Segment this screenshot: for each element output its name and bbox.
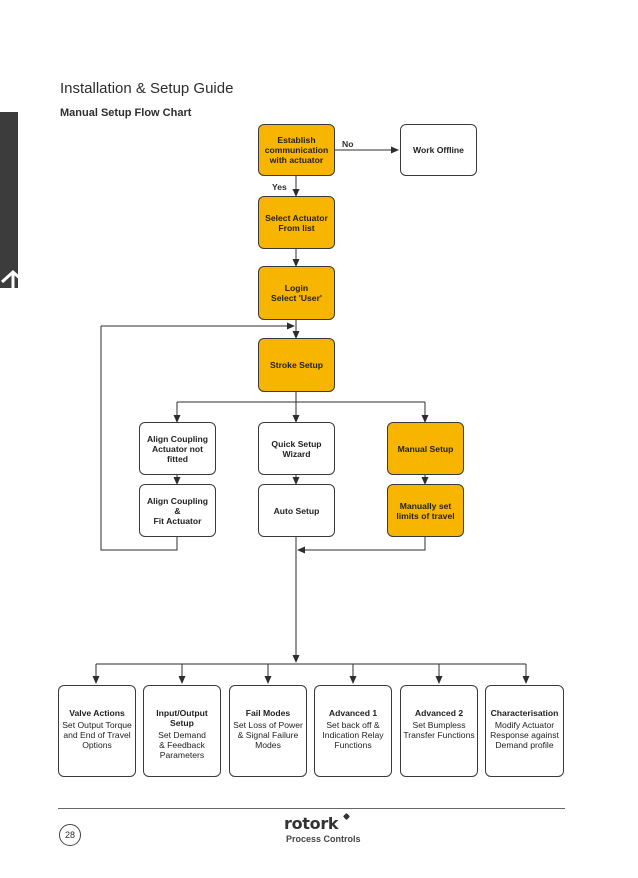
function-title: Fail Modes bbox=[245, 708, 291, 718]
footer-divider bbox=[58, 808, 565, 809]
node-manual-setup[interactable]: Manual Setup bbox=[387, 422, 464, 475]
function-title: Advanced 1 bbox=[328, 708, 378, 718]
function-title: Input/Output Setup bbox=[156, 708, 208, 728]
loop-return-line bbox=[100, 326, 178, 551]
function-description: Set back off & Indication Relay Function… bbox=[322, 720, 384, 750]
page-number: 28 bbox=[59, 824, 81, 846]
function-advanced-2[interactable]: Advanced 2 Set Bumpless Transfer Functio… bbox=[400, 685, 478, 777]
node-quick-setup-wizard[interactable]: Quick Setup Wizard bbox=[258, 422, 335, 475]
function-title: Valve Actions bbox=[69, 708, 125, 718]
node-work-offline[interactable]: Work Offline bbox=[400, 124, 477, 176]
node-manually-set-limits[interactable]: Manually set limits of travel bbox=[387, 484, 464, 537]
edge-label-yes: Yes bbox=[272, 182, 287, 192]
page-title: Installation & Setup Guide bbox=[60, 80, 234, 97]
merge-line bbox=[297, 537, 426, 554]
node-select-actuator[interactable]: Select Actuator From list bbox=[258, 196, 335, 249]
page-subtitle: Manual Setup Flow Chart bbox=[60, 107, 192, 119]
edge-label-no: No bbox=[342, 139, 354, 149]
node-login[interactable]: Login Select 'User' bbox=[258, 266, 335, 320]
function-title: Advanced 2 bbox=[414, 708, 464, 718]
node-align-coupling-fit[interactable]: Align Coupling & Fit Actuator bbox=[139, 484, 216, 537]
function-fail-modes[interactable]: Fail Modes Set Loss of Power & Signal Fa… bbox=[229, 685, 307, 777]
brand-logo: rotork bbox=[284, 814, 339, 833]
function-description: Set Output Torque and End of Travel Opti… bbox=[62, 720, 132, 750]
brand-tagline: Process Controls bbox=[286, 834, 361, 844]
function-description: Set Loss of Power & Signal Failure Modes bbox=[233, 720, 303, 750]
function-advanced-1[interactable]: Advanced 1 Set back off & Indication Rel… bbox=[314, 685, 392, 777]
node-align-coupling-not-fitted[interactable]: Align Coupling Actuator not fitted bbox=[139, 422, 216, 475]
function-description: Set Bumpless Transfer Functions bbox=[403, 720, 475, 740]
node-auto-setup[interactable]: Auto Setup bbox=[258, 484, 335, 537]
function-valve-actions[interactable]: Valve Actions Set Output Torque and End … bbox=[58, 685, 136, 777]
node-establish-communication[interactable]: Establish communication with actuator bbox=[258, 124, 335, 176]
function-title: Characterisation bbox=[490, 708, 559, 718]
function-description: Modify Actuator Response against Demand … bbox=[490, 720, 559, 750]
section-tab bbox=[0, 112, 18, 288]
function-input-output-setup[interactable]: Input/Output Setup Set Demand & Feedback… bbox=[143, 685, 221, 777]
function-characterisation[interactable]: Characterisation Modify Actuator Respons… bbox=[485, 685, 564, 777]
up-arrow-icon bbox=[0, 269, 26, 288]
function-description: Set Demand & Feedback Parameters bbox=[158, 730, 206, 760]
node-stroke-setup[interactable]: Stroke Setup bbox=[258, 338, 335, 392]
